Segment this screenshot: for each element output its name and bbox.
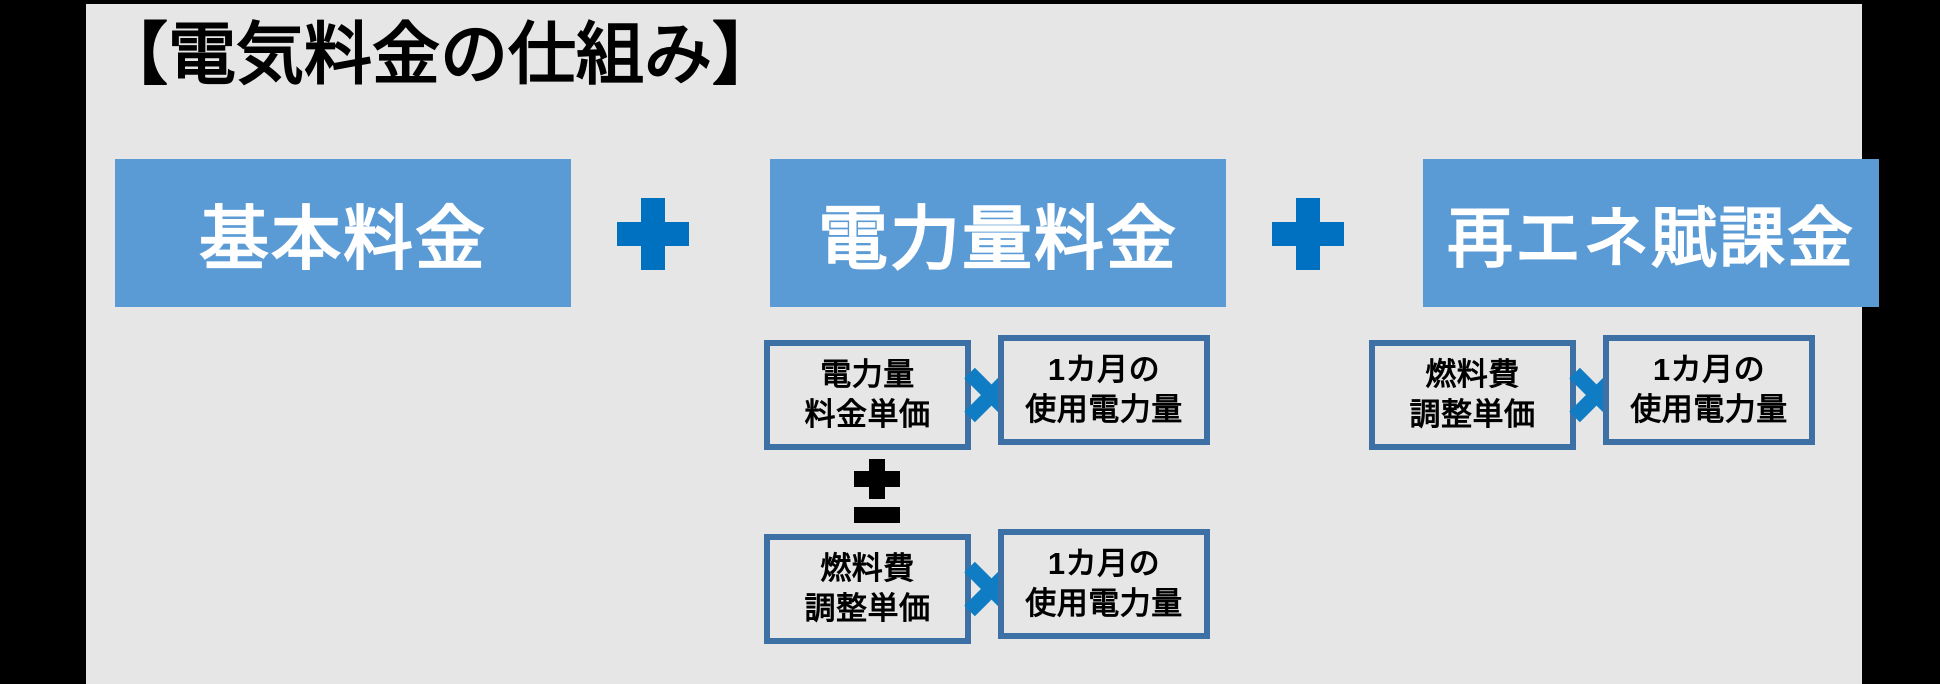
term-line-2: 使用電力量 [1025, 586, 1183, 621]
term-box-monthly-usage-1: 1カ月の 使用電力量 [998, 335, 1210, 445]
plus-icon-2 [1272, 198, 1344, 270]
term-line-1: 電力量 [820, 357, 915, 393]
term-box-monthly-usage-2: 1カ月の 使用電力量 [998, 529, 1210, 639]
term-line-1: 1カ月の [1652, 352, 1766, 388]
plus-minus-bottom-bar [854, 507, 900, 523]
slide-canvas: 【電気料金の仕組み】 基本料金 電力量料金 再エネ賦課金 電力量 料金単価 1カ… [86, 4, 1879, 684]
page-title: 【電気料金の仕組み】 [100, 17, 781, 93]
plus-icon-1 [617, 198, 689, 270]
component-label-energy-charge: 電力量料金 [818, 199, 1178, 278]
component-box-renewable-levy: 再エネ賦課金 [1423, 159, 1879, 307]
plus-minus-icon [854, 459, 900, 523]
component-box-basic-charge: 基本料金 [115, 159, 571, 307]
component-label-renewable-levy: 再エネ賦課金 [1447, 201, 1855, 275]
term-line-2: 調整単価 [1409, 397, 1536, 432]
term-line-1: 燃料費 [1425, 357, 1520, 393]
term-line-1: 1カ月の [1047, 352, 1161, 388]
plus-minus-horizontal-stroke [854, 471, 900, 487]
term-line-2: 料金単価 [804, 397, 931, 432]
term-box-monthly-usage-3: 1カ月の 使用電力量 [1603, 335, 1815, 445]
term-line-2: 使用電力量 [1025, 392, 1183, 427]
term-box-energy-unit-price: 電力量 料金単価 [764, 340, 971, 450]
component-box-energy-charge: 電力量料金 [770, 159, 1226, 307]
term-line-2: 調整単価 [804, 591, 931, 626]
term-box-fuel-adjustment-unit-price-2: 燃料費 調整単価 [1369, 340, 1576, 450]
term-line-1: 1カ月の [1047, 546, 1161, 582]
term-line-1: 燃料費 [820, 551, 915, 587]
term-box-fuel-adjustment-unit-price-1: 燃料費 調整単価 [764, 534, 971, 644]
component-label-basic-charge: 基本料金 [199, 199, 487, 278]
term-line-2: 使用電力量 [1630, 392, 1788, 427]
